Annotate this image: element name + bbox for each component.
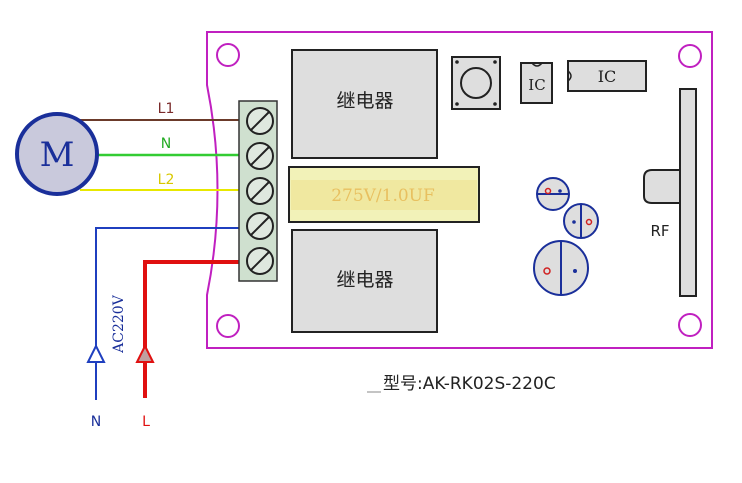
motor-label: M [40,135,75,175]
wire-neutral-in [95,227,262,400]
cap-large [533,240,589,296]
mount-hole-bottom-left [216,314,240,338]
terminal-screws [246,107,274,275]
pcb-outline [206,31,713,349]
wire-l2-label: L2 [158,172,175,188]
model-number: 型号:AK-RK02S-220C [383,374,556,394]
capacitor-band [291,180,477,210]
cap-small-1 [536,177,570,211]
antenna-coil [643,169,680,204]
wire-l1-label: L1 [158,101,175,117]
live-arrow-icon [135,343,155,363]
mount-hole-top-right [678,44,702,68]
wire-live-in [143,260,262,398]
wire-n-label: N [161,136,171,152]
relay-bottom [291,229,438,333]
ic-small-label: IC [528,76,545,94]
ic-large [567,60,647,92]
mount-hole-top-left [216,43,240,67]
mount-hole-bottom-right [678,313,702,337]
relay-bottom-label: 继电器 [336,269,393,291]
push-button-cap [460,67,492,99]
antenna-label: RF [650,222,669,240]
supply-voltage-label: AC220V [111,294,127,354]
antenna-rf [679,88,697,297]
motor-icon [15,112,99,196]
ic-small-notch [531,62,543,67]
capacitor-label: 275V/1.0UF [331,186,435,206]
ic-large-label: IC [598,67,617,86]
neutral-arrow-icon [86,343,106,363]
relay-top [291,49,438,159]
cap-small-2 [563,203,599,239]
relay-top-label: 继电器 [336,90,393,112]
supply-live-label: L [142,414,150,430]
push-button-pins [455,60,497,106]
ic-large-notch [567,70,572,82]
ic-small [520,62,553,104]
supply-neutral-label: N [91,414,101,430]
